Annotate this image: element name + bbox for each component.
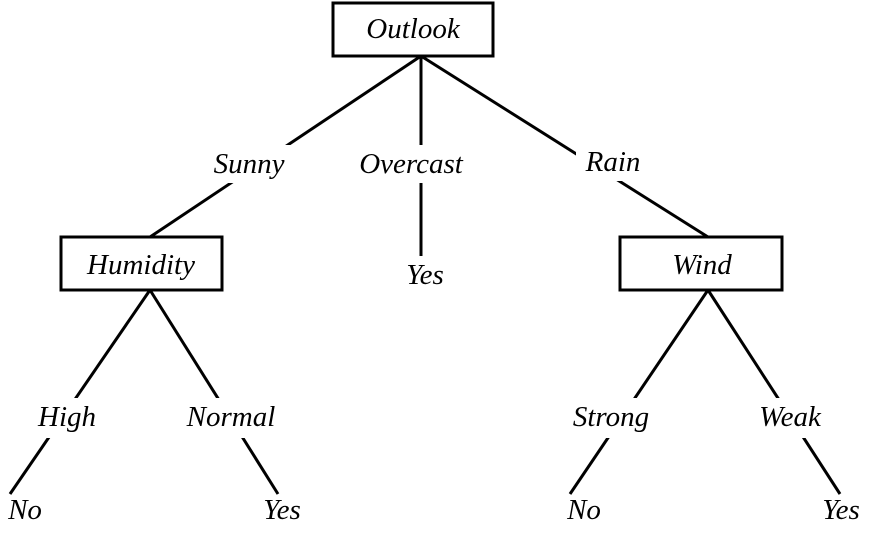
node-humidity: Humidity [59, 235, 224, 292]
branch-label-normal: Normal [186, 401, 276, 433]
node-wind: Wind [618, 235, 784, 292]
leaf-strong-no: No [566, 494, 601, 526]
leaf-high-no: No [7, 494, 42, 526]
leaf-weak-yes: Yes [822, 494, 860, 526]
attribute-nodes: Outlook Humidity Wind [59, 1, 784, 292]
branch-label-strong: Strong [573, 401, 649, 433]
node-outlook: Outlook [331, 1, 495, 58]
branch-label-overcast: Overcast [359, 148, 464, 180]
leaf-overcast-yes: Yes [406, 259, 444, 291]
edge-humidity-high [8, 289, 152, 495]
edge-wind-weak [706, 289, 842, 495]
branch-label-sunny: Sunny [214, 148, 285, 180]
edge-humidity-normal [148, 289, 280, 495]
edge-outlook-rain [420, 54, 709, 239]
node-label-humidity: Humidity [86, 249, 195, 281]
node-label-wind: Wind [672, 249, 732, 281]
branch-label-weak: Weak [759, 401, 822, 433]
leaf-normal-yes: Yes [263, 494, 301, 526]
node-label-outlook: Outlook [366, 13, 461, 45]
edge-wind-strong [568, 289, 710, 495]
branch-labels: Sunny Overcast Rain High Normal Strong W… [28, 143, 831, 438]
tree-edges [8, 54, 842, 495]
branch-label-high: High [37, 401, 96, 433]
branch-label-rain: Rain [585, 146, 641, 178]
leaf-nodes: Yes No Yes No Yes [7, 259, 860, 526]
